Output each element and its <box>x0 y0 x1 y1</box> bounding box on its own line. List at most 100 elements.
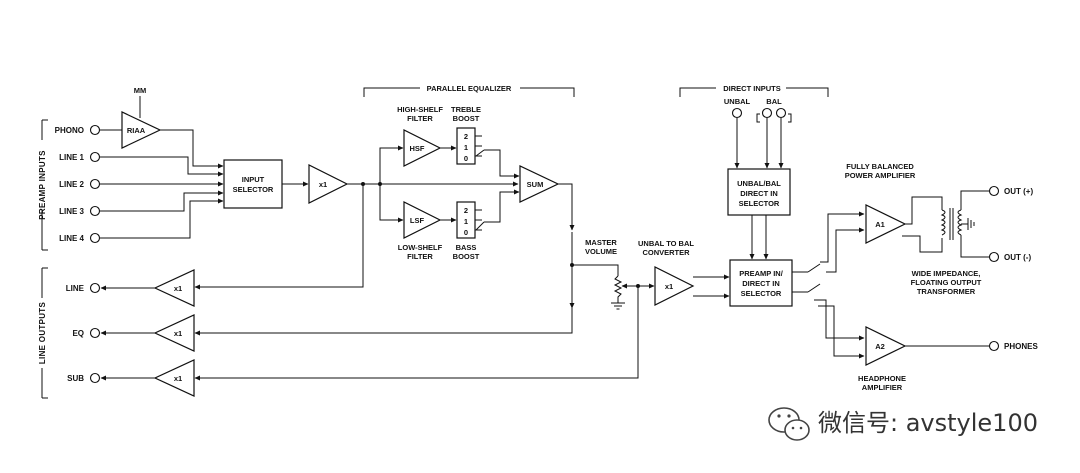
line4-label: LINE 4 <box>59 234 84 243</box>
low-shelf-label-1: LOW-SHELF <box>398 243 443 252</box>
master-volume-label-2: VOLUME <box>585 247 617 256</box>
unbal-to-bal-converter <box>654 266 695 306</box>
treble-switch-1: 1 <box>464 143 468 152</box>
headphone-amp-label-1: HEADPHONE <box>858 374 906 383</box>
out-minus-label: OUT (-) <box>1004 253 1031 262</box>
eq-out-label: EQ <box>72 329 84 338</box>
hsf-filter <box>403 129 442 167</box>
a2-headphone-amplifier <box>865 326 907 366</box>
watermark-text: 微信号: avstyle100 <box>818 409 1038 437</box>
riaa-amplifier <box>121 111 162 149</box>
input-buffer-amplifier <box>308 164 349 204</box>
line-output-buffer <box>153 269 195 307</box>
out-plus-label: OUT (+) <box>1004 187 1033 196</box>
line-outputs-label: LINE OUTPUTS <box>38 302 47 365</box>
bass-switch-0: 0 <box>464 228 468 237</box>
line1-label: LINE 1 <box>59 153 84 162</box>
sub-out-jack <box>89 372 101 384</box>
riaa-label: RIAA <box>127 126 146 135</box>
line2-label: LINE 2 <box>59 180 84 189</box>
line3-label: LINE 3 <box>59 207 84 216</box>
a1-power-amplifier <box>865 204 907 244</box>
sub-output-buffer <box>153 359 195 397</box>
a1-label: A1 <box>875 220 885 229</box>
phones-jack <box>988 340 1000 352</box>
parallel-equalizer-label: PARALLEL EQUALIZER <box>427 84 512 93</box>
sum-amplifier <box>519 165 560 203</box>
bass-switch-2: 2 <box>464 206 468 215</box>
preamp-selector-label-3: SELECTOR <box>741 289 782 298</box>
a2-label: A2 <box>875 342 885 351</box>
treble-switch-2: 2 <box>464 132 468 141</box>
lsf-label: LSF <box>410 216 425 225</box>
unbal-label: UNBAL <box>724 97 751 106</box>
wide-impedance-label-3: TRANSFORMER <box>917 287 976 296</box>
master-volume-pot <box>613 275 623 303</box>
preamp-inputs-label: PREAMP INPUTS <box>38 150 47 220</box>
preamp-direct-selector-box <box>729 259 793 307</box>
line2-jack <box>89 178 101 190</box>
eq-output-buffer <box>153 314 195 352</box>
bass-label-2: BOOST <box>453 252 480 261</box>
input-buffer-label: x1 <box>319 180 327 189</box>
converter-label: x1 <box>665 282 673 291</box>
transformer-secondary <box>957 209 963 236</box>
phono-jack <box>89 124 101 136</box>
hsf-label: HSF <box>410 144 425 153</box>
line4-jack <box>89 232 101 244</box>
phono-label: PHONO <box>55 126 84 135</box>
line3-jack <box>89 205 101 217</box>
unbal-to-bal-label-2: CONVERTER <box>642 248 690 257</box>
line-outputs-bracket: LINE OUTPUTS <box>34 267 50 399</box>
treble-label-2: BOOST <box>453 114 480 123</box>
high-shelf-label-2: FILTER <box>407 114 433 123</box>
wide-impedance-label-1: WIDE IMPEDANCE, <box>912 269 981 278</box>
sub-output-buffer-label: x1 <box>174 374 182 383</box>
bal-label: BAL <box>766 97 782 106</box>
wechat-icon <box>768 407 810 441</box>
preamp-selector-label-1: PREAMP IN/ <box>739 269 784 278</box>
fully-balanced-label-1: FULLY BALANCED <box>846 162 914 171</box>
line-out-jack <box>89 282 101 294</box>
line1-jack <box>89 151 101 163</box>
mm-label: MM <box>134 86 147 95</box>
bal-jack-2 <box>775 107 787 119</box>
eq-output-buffer-label: x1 <box>174 329 182 338</box>
lsf-filter <box>403 201 442 239</box>
fully-balanced-label-2: POWER AMPLIFIER <box>845 171 916 180</box>
eq-out-jack <box>89 327 101 339</box>
unbal-jack <box>731 107 743 119</box>
out-plus-jack <box>988 185 1000 197</box>
input-selector-label-1: INPUT <box>242 175 265 184</box>
treble-label-1: TREBLE <box>451 105 481 114</box>
direct-selector-label-1: UNBAL/BAL <box>737 179 781 188</box>
treble-switch-0: 0 <box>464 154 468 163</box>
transformer-primary <box>940 209 946 236</box>
master-volume-label-1: MASTER <box>585 238 617 247</box>
high-shelf-label-1: HIGH-SHELF <box>397 105 443 114</box>
preamp-selector-label-2: DIRECT IN <box>742 279 780 288</box>
direct-inputs-label: DIRECT INPUTS <box>723 84 781 93</box>
bass-switch-1: 1 <box>464 217 468 226</box>
line-out-label: LINE <box>66 284 85 293</box>
line-output-buffer-label: x1 <box>174 284 182 293</box>
input-selector-label-2: SELECTOR <box>233 185 274 194</box>
unbal-to-bal-label-1: UNBAL TO BAL <box>638 239 694 248</box>
direct-selector-label-3: SELECTOR <box>739 199 780 208</box>
input-selector-box <box>223 159 283 209</box>
low-shelf-label-2: FILTER <box>407 252 433 261</box>
out-minus-jack <box>988 251 1000 263</box>
headphone-amp-label-2: AMPLIFIER <box>862 383 903 392</box>
sub-out-label: SUB <box>67 374 84 383</box>
phones-label: PHONES <box>1004 342 1038 351</box>
direct-selector-label-2: DIRECT IN <box>740 189 778 198</box>
direct-in-selector-box <box>727 168 791 216</box>
bal-jack-1 <box>761 107 773 119</box>
bass-label-1: BASS <box>456 243 477 252</box>
sum-label: SUM <box>527 180 544 189</box>
wide-impedance-label-2: FLOATING OUTPUT <box>911 278 982 287</box>
preamp-inputs-bracket: PREAMP INPUTS <box>34 119 50 251</box>
wechat-watermark: 微信号: avstyle100 <box>768 407 1038 441</box>
